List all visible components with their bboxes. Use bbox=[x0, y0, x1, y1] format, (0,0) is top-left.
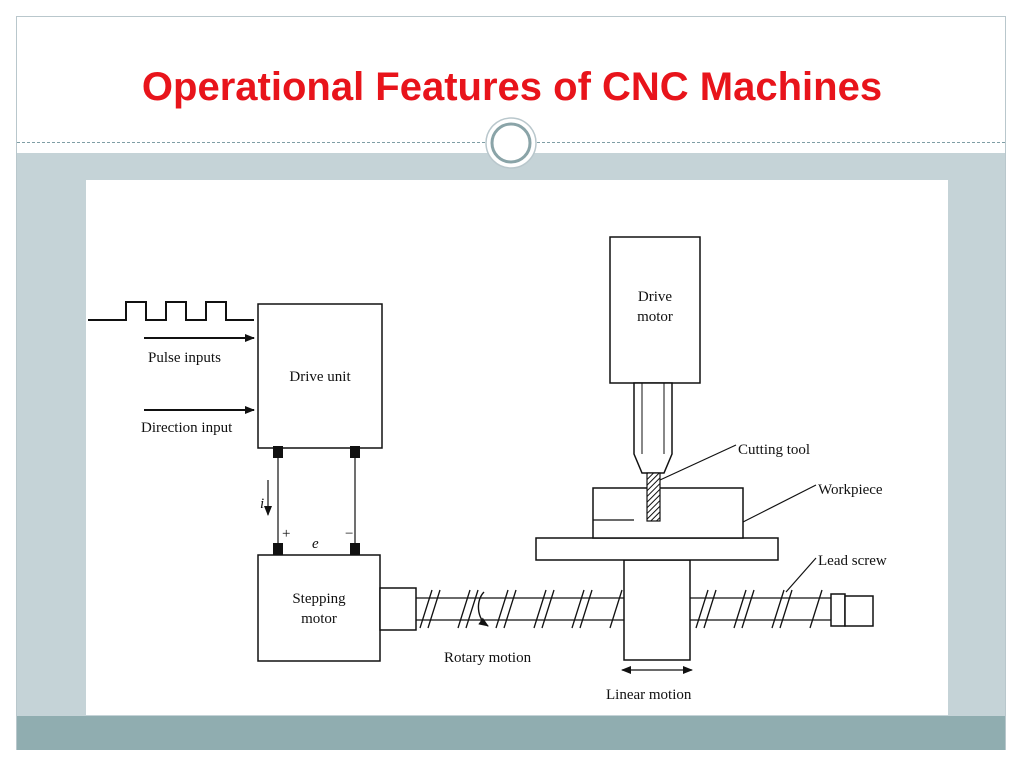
cutting-tool bbox=[646, 472, 661, 522]
pulse-inputs-label: Pulse inputs bbox=[148, 350, 221, 366]
drive-motor-label-line1: Drive bbox=[638, 289, 672, 305]
stepping-motor-label-line2: motor bbox=[301, 611, 337, 627]
drive-unit-terminal-left bbox=[273, 446, 283, 458]
drive-unit-box bbox=[257, 303, 383, 449]
stepping-motor-box bbox=[257, 554, 381, 662]
motor-terminal-left bbox=[273, 543, 283, 555]
stepping-motor-label-line1: Stepping bbox=[292, 591, 346, 607]
linear-motion-label: Linear motion bbox=[606, 687, 692, 703]
lead-screw-end-block bbox=[830, 593, 846, 627]
footer-band bbox=[17, 716, 1005, 750]
drive-motor-box bbox=[609, 236, 701, 384]
drive-unit-label: Drive unit bbox=[289, 369, 351, 385]
spindle bbox=[633, 382, 673, 474]
lead-screw-label: Lead screw bbox=[818, 553, 887, 569]
circle-ornament-icon bbox=[485, 117, 537, 169]
machine-table bbox=[535, 537, 779, 561]
rotary-motion-arrow bbox=[477, 591, 489, 627]
lead-screw-leader bbox=[785, 557, 817, 593]
plus-sign: + bbox=[282, 526, 290, 542]
cutting-tool-label: Cutting tool bbox=[738, 442, 810, 458]
lead-screw-end-cap bbox=[844, 595, 874, 627]
workpiece-label: Workpiece bbox=[818, 482, 883, 498]
current-symbol: i bbox=[260, 496, 264, 512]
cnc-diagram: Pulse inputs Direction input Drive unit … bbox=[86, 180, 948, 715]
slide-title: Operational Features of CNC Machines bbox=[141, 65, 883, 109]
direction-input-label: Direction input bbox=[141, 420, 233, 436]
pulse-waveform bbox=[88, 301, 254, 321]
rotary-motion-label: Rotary motion bbox=[444, 650, 532, 666]
cnc-diagram-svg: Pulse inputs Direction input Drive unit … bbox=[88, 236, 887, 703]
minus-sign: − bbox=[345, 526, 353, 542]
cutting-tool-leader bbox=[659, 444, 737, 481]
table-nut-block bbox=[623, 559, 691, 661]
workpiece-leader bbox=[742, 484, 817, 523]
voltage-symbol: e bbox=[312, 536, 319, 552]
drive-unit-terminal-right bbox=[350, 446, 360, 458]
motor-terminal-right bbox=[350, 543, 360, 555]
workpiece-block bbox=[592, 487, 744, 539]
motor-coupling bbox=[379, 587, 417, 631]
lead-screw-threads bbox=[419, 589, 823, 629]
drive-motor-label-line2: motor bbox=[637, 309, 673, 325]
